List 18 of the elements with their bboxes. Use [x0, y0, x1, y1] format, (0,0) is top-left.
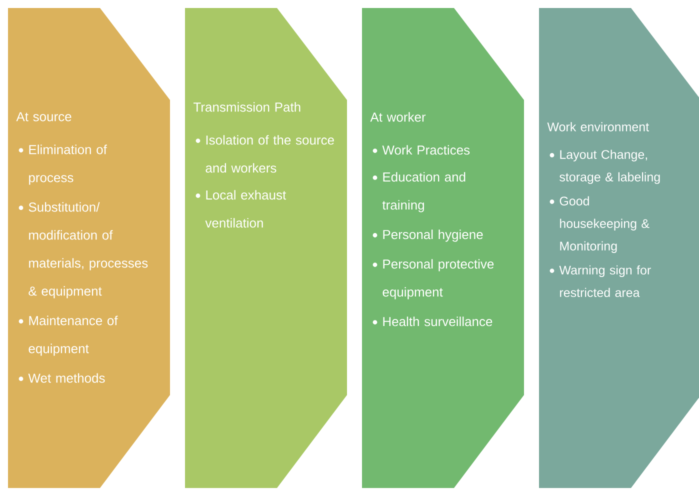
bullet-item: Good housekeeping & Monitoring	[560, 196, 650, 253]
bullet-item: Warning sign for restricted area	[559, 265, 651, 298]
bullet-item: Wet methods	[28, 373, 105, 383]
bullet-item: Elimination of process	[29, 144, 107, 185]
bullet-item: Isolation of the source and workers	[206, 135, 334, 173]
bullet-item: Layout Change, storage & labeling	[560, 150, 660, 184]
heading: Transmission Path	[194, 102, 300, 112]
heading: Work environment	[547, 122, 649, 132]
bullet-item: Maintenance of equipment	[28, 316, 118, 356]
bullet-item: Education and training	[382, 172, 466, 212]
heading: At source	[16, 112, 72, 122]
bullet-item: Substitution/ modification of materials, processes & equipment	[28, 202, 148, 298]
bullet-item: Personal hygiene	[383, 230, 483, 242]
heading: At worker	[370, 112, 426, 122]
bullet-item: Personal protective equipment	[382, 259, 494, 300]
bullet-item: Health surveillance	[383, 316, 492, 326]
bullet-item: Work Practices	[382, 145, 470, 155]
bullet-item: Local exhaust ventilation	[205, 190, 286, 228]
